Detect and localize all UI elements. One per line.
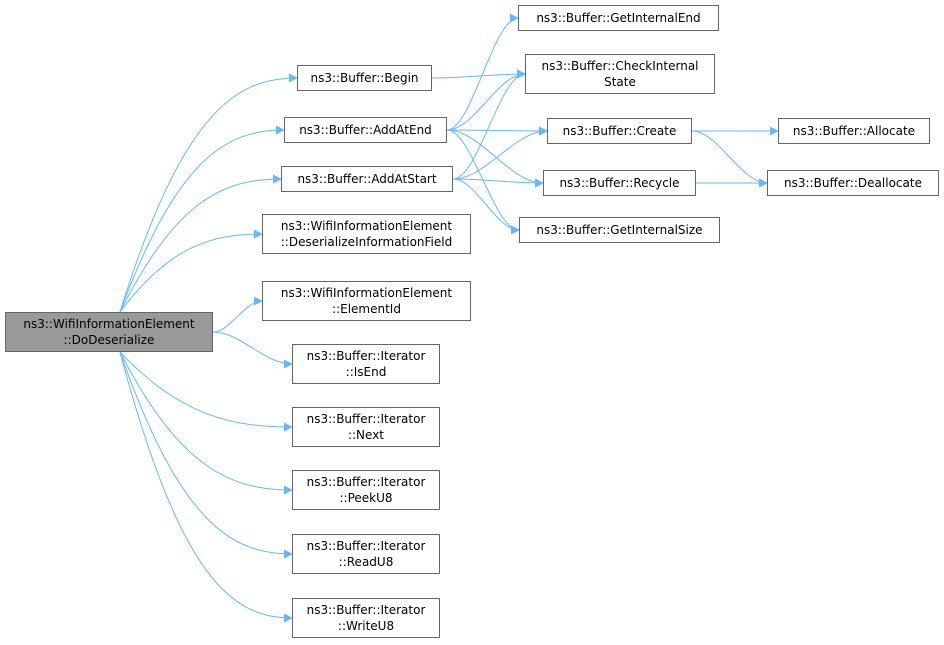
node-label: ns3::Buffer::Allocate — [792, 124, 916, 138]
node-label-line1: ns3::Buffer::Iterator — [306, 539, 426, 553]
node-buffer-begin[interactable]: ns3::Buffer::Begin — [297, 65, 432, 91]
edge-root-to-peek_u8 — [119, 351, 293, 495]
edge-add_at_end-to-check_internal_state — [446, 69, 526, 131]
node-label: ns3::Buffer::AddAtEnd — [299, 123, 432, 137]
node-buffer-add-at-start[interactable]: ns3::Buffer::AddAtStart — [281, 166, 453, 192]
edge-begin-to-check_internal_state — [431, 69, 526, 79]
node-label-line2: ::ReadU8 — [338, 555, 394, 569]
node-iterator-peek-u8[interactable]: ns3::Buffer::Iterator ::PeekU8 — [292, 470, 440, 510]
node-label-line2: ::PeekU8 — [339, 491, 393, 505]
edge-create-to-deallocate — [691, 130, 768, 188]
node-iterator-write-u8[interactable]: ns3::Buffer::Iterator ::WriteU8 — [292, 598, 440, 638]
node-label-line2: ::WriteU8 — [337, 619, 395, 633]
node-deserialize-information-field[interactable]: ns3::WifiInformationElement ::Deserializ… — [262, 214, 471, 254]
node-iterator-read-u8[interactable]: ns3::Buffer::Iterator ::ReadU8 — [292, 534, 440, 574]
edge-root-to-is_end — [212, 331, 293, 369]
edge-root-to-add_at_end — [119, 125, 285, 313]
node-buffer-get-internal-size[interactable]: ns3::Buffer::GetInternalSize — [519, 217, 720, 243]
edge-add_at_end-to-get_internal_end — [446, 13, 519, 131]
edge-root-to-add_at_start — [119, 174, 282, 313]
edge-root-to-deserialize_info_field — [119, 229, 263, 313]
node-label: ns3::Buffer::Recycle — [559, 176, 680, 190]
node-label-line2: ::IsEnd — [345, 365, 387, 379]
node-label: ns3::Buffer::Begin — [310, 71, 419, 85]
node-buffer-get-internal-end[interactable]: ns3::Buffer::GetInternalEnd — [518, 5, 719, 31]
node-buffer-add-at-end[interactable]: ns3::Buffer::AddAtEnd — [284, 117, 447, 143]
node-label-line2: ::Next — [347, 428, 385, 442]
node-label-line1: ns3::Buffer::Iterator — [306, 603, 426, 617]
node-buffer-allocate[interactable]: ns3::Buffer::Allocate — [778, 118, 930, 144]
node-label-line2: State — [604, 75, 636, 89]
node-buffer-recycle[interactable]: ns3::Buffer::Recycle — [543, 170, 696, 196]
edge-add_at_start-to-create — [452, 126, 548, 180]
edge-root-to-write_u8 — [119, 351, 293, 623]
node-root-doDeserialize: ns3::WifiInformationElement ::DoDeserial… — [5, 312, 213, 352]
edge-root-to-read_u8 — [119, 351, 293, 559]
node-buffer-check-internal-state[interactable]: ns3::Buffer::CheckInternal State — [525, 54, 715, 94]
edge-add_at_start-to-check_internal_state — [452, 69, 526, 180]
node-label: ns3::Buffer::AddAtStart — [297, 172, 437, 186]
node-label-line1: ns3::Buffer::Iterator — [306, 412, 426, 426]
node-label-line1: ns3::WifiInformationElement — [23, 317, 195, 331]
node-label-line1: ns3::Buffer::CheckInternal — [541, 59, 699, 73]
edge-add_at_start-to-get_internal_size — [452, 178, 520, 235]
node-label-line1: ns3::WifiInformationElement — [280, 219, 453, 233]
node-label-line2: ::ElementId — [332, 302, 401, 316]
edge-layer — [119, 13, 779, 623]
edge-root-to-next — [119, 351, 293, 432]
node-label-line1: ns3::Buffer::Iterator — [306, 475, 426, 489]
node-label: ns3::Buffer::Deallocate — [784, 176, 922, 190]
edge-add_at_end-to-recycle — [446, 129, 544, 188]
edge-add_at_end-to-create — [446, 126, 548, 136]
node-label-line1: ns3::Buffer::Iterator — [306, 349, 426, 363]
node-label-line2: ::DeserializeInformationField — [280, 235, 453, 249]
node-label-line1: ns3::WifiInformationElement — [280, 286, 453, 300]
node-buffer-deallocate[interactable]: ns3::Buffer::Deallocate — [767, 170, 939, 196]
node-label-line2: ::DoDeserialize — [63, 333, 155, 347]
node-iterator-is-end[interactable]: ns3::Buffer::Iterator ::IsEnd — [292, 344, 440, 384]
node-label: ns3::Buffer::Create — [562, 124, 677, 138]
edge-root-to-begin — [119, 73, 298, 313]
node-element-id[interactable]: ns3::WifiInformationElement ::ElementId — [262, 281, 471, 321]
node-buffer-create[interactable]: ns3::Buffer::Create — [547, 118, 692, 144]
edge-add_at_start-to-recycle — [452, 178, 544, 188]
node-iterator-next[interactable]: ns3::Buffer::Iterator ::Next — [292, 407, 440, 447]
node-label: ns3::Buffer::GetInternalSize — [536, 223, 703, 237]
edge-root-to-element_id — [212, 296, 263, 333]
node-label: ns3::Buffer::GetInternalEnd — [536, 11, 701, 25]
